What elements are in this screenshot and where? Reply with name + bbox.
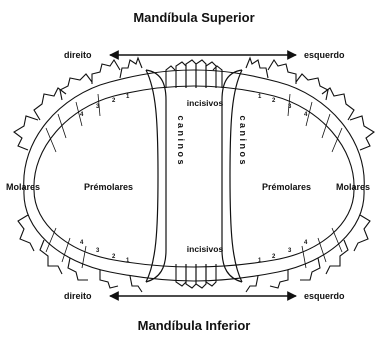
top-direction-arrow: direito esquerdo xyxy=(64,50,345,60)
tooth-number: 1 xyxy=(126,94,130,100)
upper-incisors-label: incisivos xyxy=(187,98,224,108)
tooth-numbers: 1 2 3 4 1 2 3 4 1 2 3 4 1 2 3 4 xyxy=(80,94,308,264)
tooth-number: 3 xyxy=(288,248,292,254)
tooth-number: 1 xyxy=(126,258,130,264)
bottom-direction-arrow: direito esquerdo xyxy=(64,291,345,301)
tooth-number: 2 xyxy=(272,98,276,104)
arch-dividers xyxy=(46,94,342,268)
tooth-number: 2 xyxy=(112,98,116,104)
molars-left-label: Molares xyxy=(6,182,40,192)
tooth-number: 4 xyxy=(304,112,308,118)
tooth-number: 4 xyxy=(80,112,84,118)
lower-incisors-label: incisivos xyxy=(187,244,224,254)
tooth-number: 3 xyxy=(288,104,292,110)
bottom-right-side-label: direito xyxy=(64,291,92,301)
top-right-side-label: direito xyxy=(64,50,92,60)
premolars-right-label: Prémolares xyxy=(262,182,311,192)
canines-left-label: c a n i n o s xyxy=(176,115,186,164)
tooth-number: 1 xyxy=(258,258,262,264)
right-canine-column xyxy=(222,70,242,282)
top-left-side-label: esquerdo xyxy=(304,50,345,60)
premolars-left-label: Prémolares xyxy=(84,182,133,192)
upper-dental-arch xyxy=(14,58,374,190)
tooth-number: 4 xyxy=(304,240,308,246)
tooth-number: 2 xyxy=(272,254,276,260)
tooth-number: 1 xyxy=(258,94,262,100)
tooth-number: 4 xyxy=(80,240,84,246)
tooth-number: 2 xyxy=(112,254,116,260)
tooth-number: 3 xyxy=(96,248,100,254)
molars-right-label: Molares xyxy=(336,182,370,192)
left-canine-column xyxy=(146,70,166,282)
canines-right-label: c a n i n o s xyxy=(238,115,248,164)
bottom-left-side-label: esquerdo xyxy=(304,291,345,301)
lower-dental-arch xyxy=(18,190,370,292)
